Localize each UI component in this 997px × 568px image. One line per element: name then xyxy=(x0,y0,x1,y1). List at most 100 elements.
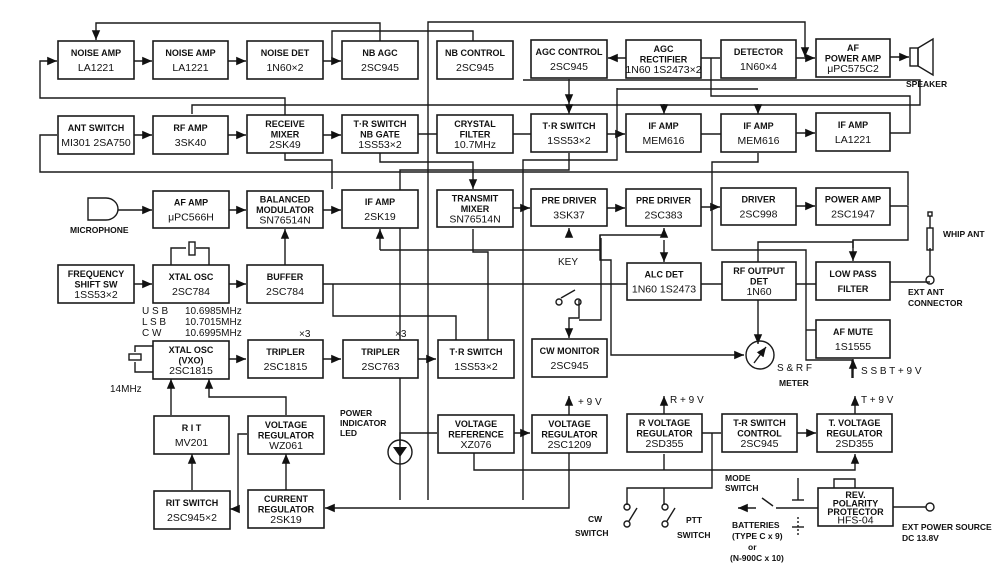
block-box xyxy=(152,40,229,80)
block-title: (VXO) xyxy=(178,356,203,366)
block-part-number: 2SK19 xyxy=(364,211,396,223)
block-part-number: 1N60 1S2473 xyxy=(632,284,696,296)
block-title: T. VOLTAGE xyxy=(829,418,881,428)
block-title: NB GATE xyxy=(360,130,400,140)
block-part-number: SN76514N xyxy=(449,214,500,226)
block-alc-det: ALC DET 1N60 1S2473 xyxy=(626,262,702,301)
block-part-number: 2SK49 xyxy=(269,139,301,151)
block-box xyxy=(152,264,230,304)
block-title: NB AGC xyxy=(362,48,398,58)
block-part-number: MEM616 xyxy=(642,135,684,147)
block-title: CURRENT xyxy=(264,494,309,504)
microphone-icon xyxy=(87,197,119,221)
block-title: SHIFT SW xyxy=(75,280,119,290)
block-title: VOLTAGE xyxy=(265,420,307,430)
block-title: IF AMP xyxy=(648,121,678,131)
block-title: NB CONTROL xyxy=(445,48,505,58)
block-title: MIXER xyxy=(271,130,300,140)
plus-9v-label: + 9 V xyxy=(578,397,602,408)
speaker-label: SPEAKER xyxy=(906,79,947,89)
block-cw-monitor: CW MONITOR 2SC945 xyxy=(531,338,608,378)
block-box xyxy=(721,261,797,301)
block-title: ALC DET xyxy=(645,270,684,280)
block-title: CW MONITOR xyxy=(540,346,600,356)
block-part-number: 2SC1947 xyxy=(831,209,875,221)
block-part-number: μPC575C2 xyxy=(827,63,879,75)
block-box xyxy=(246,264,324,304)
block-part-number: 2SC945 xyxy=(551,360,589,372)
block-title: RIT SWITCH xyxy=(166,498,219,508)
block-part-number: LA1221 xyxy=(172,62,208,74)
block-box xyxy=(246,114,324,154)
block-title: T·R SWITCH xyxy=(450,347,503,357)
block-box xyxy=(530,188,608,227)
block-part-number: 2SC1209 xyxy=(548,439,592,451)
block-part-number: 10.7MHz xyxy=(454,139,496,151)
block-title: TRIPLER xyxy=(266,347,305,357)
block-box xyxy=(153,490,231,530)
block-title: ANT SWITCH xyxy=(68,123,125,133)
signal-wires xyxy=(39,21,935,535)
block-box xyxy=(341,114,419,154)
t-9v-label: T + 9 V xyxy=(861,395,894,406)
batteries-label: BATTERIES xyxy=(732,520,780,530)
block-box xyxy=(625,188,702,227)
block-box xyxy=(531,338,608,378)
block-part-number: 2SK19 xyxy=(270,514,302,526)
block-title: BUFFER xyxy=(267,272,304,282)
block-part-number: 1SS53×2 xyxy=(454,361,498,373)
block-title: CRYSTAL xyxy=(454,119,496,129)
block-box xyxy=(247,339,324,379)
block-title: AF xyxy=(847,43,859,53)
block-title: MODULATOR xyxy=(256,205,314,215)
block-box xyxy=(152,190,230,229)
block-box xyxy=(153,415,230,455)
block-xtal-osc-vxo: XTAL OSC(VXO)2SC1815 xyxy=(152,340,230,380)
block-title: MIXER xyxy=(461,204,490,214)
ptt-switch-label: PTT xyxy=(686,515,703,525)
power-led-icon xyxy=(387,439,413,465)
block-title: DRIVER xyxy=(741,195,776,205)
block-box xyxy=(152,340,230,380)
block-title: IF AMP xyxy=(743,121,773,131)
block-part-number: 3SK37 xyxy=(553,210,585,222)
block-title: R VOLTAGE xyxy=(639,418,690,428)
multiplier-label: ×3 xyxy=(299,329,311,340)
speaker-icon xyxy=(909,47,919,67)
block-title: VOLTAGE xyxy=(455,419,497,429)
block-title: T·R SWITCH xyxy=(354,119,407,129)
block-box xyxy=(57,115,135,155)
block-title: FILTER xyxy=(838,284,869,294)
block-box xyxy=(341,40,419,80)
block-box xyxy=(531,414,608,454)
mode-switch-label-2: SWITCH xyxy=(725,483,759,493)
block-box xyxy=(437,339,515,379)
block-title: FREQUENCY xyxy=(68,269,125,279)
block-title: RECEIVE xyxy=(265,119,305,129)
ext-ant-label: EXT ANT xyxy=(908,287,945,297)
block-title: REGULATOR xyxy=(636,429,693,439)
block-title: REGULATOR xyxy=(826,429,883,439)
block-title: CONTROL xyxy=(737,429,782,439)
